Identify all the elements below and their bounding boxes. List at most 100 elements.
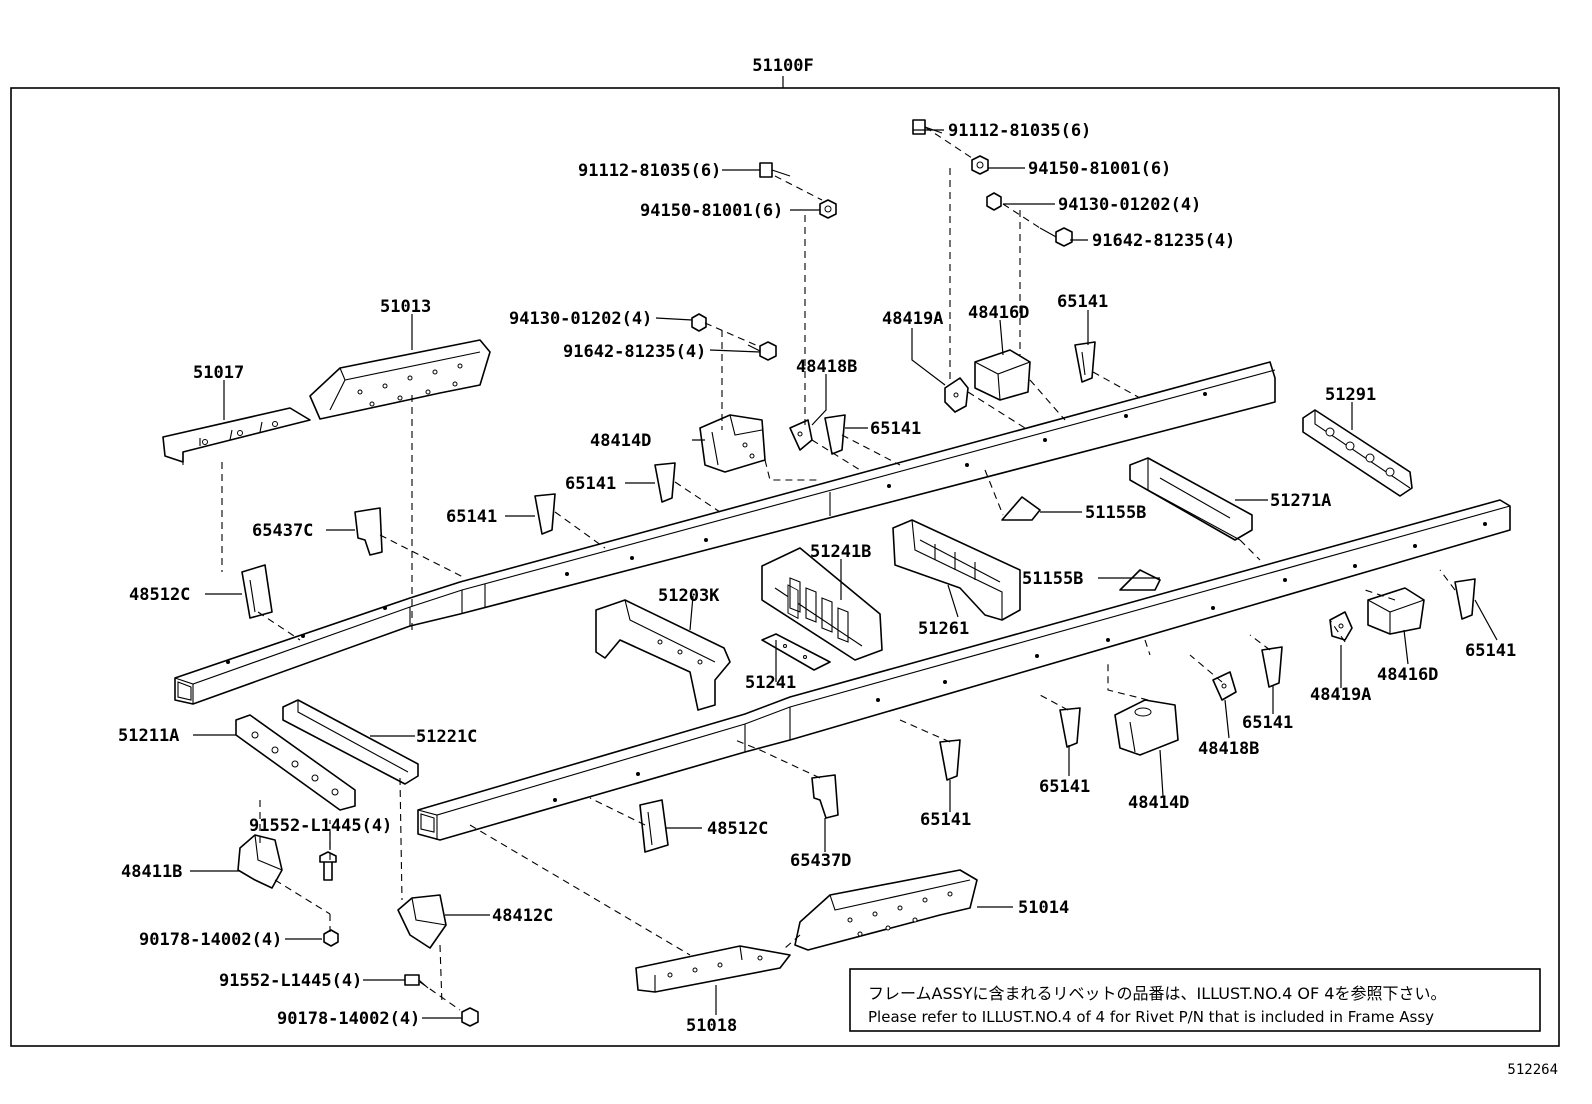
crossmember-51291[interactable] [1302,409,1413,497]
label-4[interactable]: 94150-81001(6) [1028,159,1171,179]
label-27[interactable]: 51261 [918,619,969,639]
label-47[interactable]: 90178-14002(4) [277,1009,420,1029]
label-13[interactable]: 65141 [1057,292,1108,312]
crossmember-51261[interactable] [892,519,1021,621]
label-20[interactable]: 65437C [252,521,313,541]
label-32[interactable]: 65141 [1242,713,1293,733]
crossmember-51271A[interactable] [1129,457,1253,541]
assembly-label[interactable]: 51100F [752,56,813,76]
label-16[interactable]: 65141 [870,419,921,439]
bracket-48416D-front[interactable] [1367,587,1425,635]
label-26[interactable]: 51155B [1022,569,1083,589]
bracket-48512C-rear[interactable] [241,564,273,619]
right-side-rail[interactable] [417,499,1511,841]
label-6[interactable]: 91642-81235(4) [1092,231,1235,251]
fastener-bolt-lower-b[interactable] [404,974,429,989]
crossmember-51241B[interactable] [761,547,883,661]
bracket-65141-f[interactable] [1261,646,1283,688]
label-12[interactable]: 48416D [968,303,1029,323]
label-38[interactable]: 65141 [920,810,971,830]
label-35[interactable]: 51221C [416,727,477,747]
bracket-48419A-rear[interactable] [944,377,969,413]
crossmember-51241[interactable] [761,633,831,671]
label-40[interactable]: 65437D [790,851,851,871]
fastener-bolt-mid[interactable] [747,341,777,361]
bracket-65141-h[interactable] [939,739,961,781]
label-30[interactable]: 48416D [1377,665,1438,685]
crossmember-51203K[interactable] [595,599,731,711]
bracket-48414D-rear[interactable] [699,414,766,473]
label-24[interactable]: 48512C [129,585,190,605]
left-side-rail[interactable] [174,361,1276,705]
fastener-nut-top-a[interactable] [819,199,837,219]
label-46[interactable]: 91552-L1445(4) [219,971,362,991]
bracket-65141-a[interactable] [1074,341,1096,383]
label-34[interactable]: 51211A [118,726,179,746]
label-37[interactable]: 48414D [1128,793,1189,813]
label-21[interactable]: 51155B [1085,503,1146,523]
bracket-48411B[interactable] [237,834,283,889]
label-8[interactable]: 91642-81235(4) [563,342,706,362]
fastener-bolt-top-b[interactable] [912,119,943,135]
bracket-51155B-a[interactable] [1001,496,1041,521]
crossmember-51018[interactable] [635,945,791,993]
label-19[interactable]: 51291 [1325,385,1376,405]
label-45[interactable]: 90178-14002(4) [139,930,282,950]
fastener-bolt-top-c[interactable] [1039,227,1073,247]
label-44[interactable]: 51014 [1018,898,1069,918]
bracket-48512C-front[interactable] [639,799,669,853]
label-18[interactable]: 65141 [446,507,497,527]
fastener-bolt-lower-a[interactable] [319,851,337,881]
label-41[interactable]: 91552-L1445(4) [249,816,392,836]
label-25[interactable]: 51203K [658,586,720,606]
label-7[interactable]: 94130-01202(4) [509,309,652,329]
bracket-65437D[interactable] [811,774,839,819]
bracket-51155B-b[interactable] [1119,569,1161,591]
label-14[interactable]: 48418B [796,357,857,377]
label-1[interactable]: 91112-81035(6) [578,161,721,181]
bracket-65141-d[interactable] [534,493,556,535]
diagram-border [10,87,1560,1047]
label-2[interactable]: 94150-81001(6) [640,201,783,221]
bracket-48416D-rear[interactable] [974,349,1031,401]
assembly-guide-lines [221,126,1456,1011]
label-36[interactable]: 65141 [1039,777,1090,797]
label-28[interactable]: 51241 [745,673,796,693]
bracket-48419A-front[interactable] [1329,611,1353,641]
fastener-nut-lower-a[interactable] [323,929,339,947]
fastener-nut-top-c[interactable] [986,192,1002,211]
bracket-65141-g[interactable] [1059,707,1081,748]
bracket-65437C[interactable] [354,507,383,556]
bracket-65141-c[interactable] [654,462,676,503]
bracket-48418B-front[interactable] [1212,671,1237,701]
label-42[interactable]: 48411B [121,862,182,882]
label-23[interactable]: 51241B [810,542,871,562]
label-9[interactable]: 51013 [380,297,431,317]
fastener-nut-mid[interactable] [691,313,707,332]
fastener-nut-top-b[interactable] [971,155,989,175]
fastener-nut-lower-b[interactable] [461,1007,479,1027]
bracket-48414D-front[interactable] [1114,699,1179,756]
label-3[interactable]: 91112-81035(6) [948,121,1091,141]
label-17[interactable]: 65141 [565,474,616,494]
label-5[interactable]: 94130-01202(4) [1058,195,1201,215]
label-39[interactable]: 48512C [707,819,768,839]
crossmember-51014[interactable] [794,869,978,951]
bracket-48418B-rear[interactable] [789,419,813,451]
crossmember-51017[interactable] [162,407,311,465]
label-11[interactable]: 48419A [882,309,943,329]
label-43[interactable]: 48412C [492,906,553,926]
fastener-bolt-top-a[interactable] [759,162,791,178]
bracket-65141-b[interactable] [824,414,846,455]
crossmember-51013[interactable] [309,339,491,420]
bracket-65141-e[interactable] [1454,578,1476,620]
label-31[interactable]: 48419A [1310,685,1371,705]
crossmember-51221C[interactable] [282,699,419,785]
label-15[interactable]: 48414D [590,431,651,451]
label-10[interactable]: 51017 [193,363,244,383]
label-29[interactable]: 65141 [1465,641,1516,661]
label-48[interactable]: 51018 [686,1016,737,1036]
label-22[interactable]: 51271A [1270,491,1331,511]
bracket-48412C[interactable] [397,894,447,949]
label-33[interactable]: 48418B [1198,739,1259,759]
